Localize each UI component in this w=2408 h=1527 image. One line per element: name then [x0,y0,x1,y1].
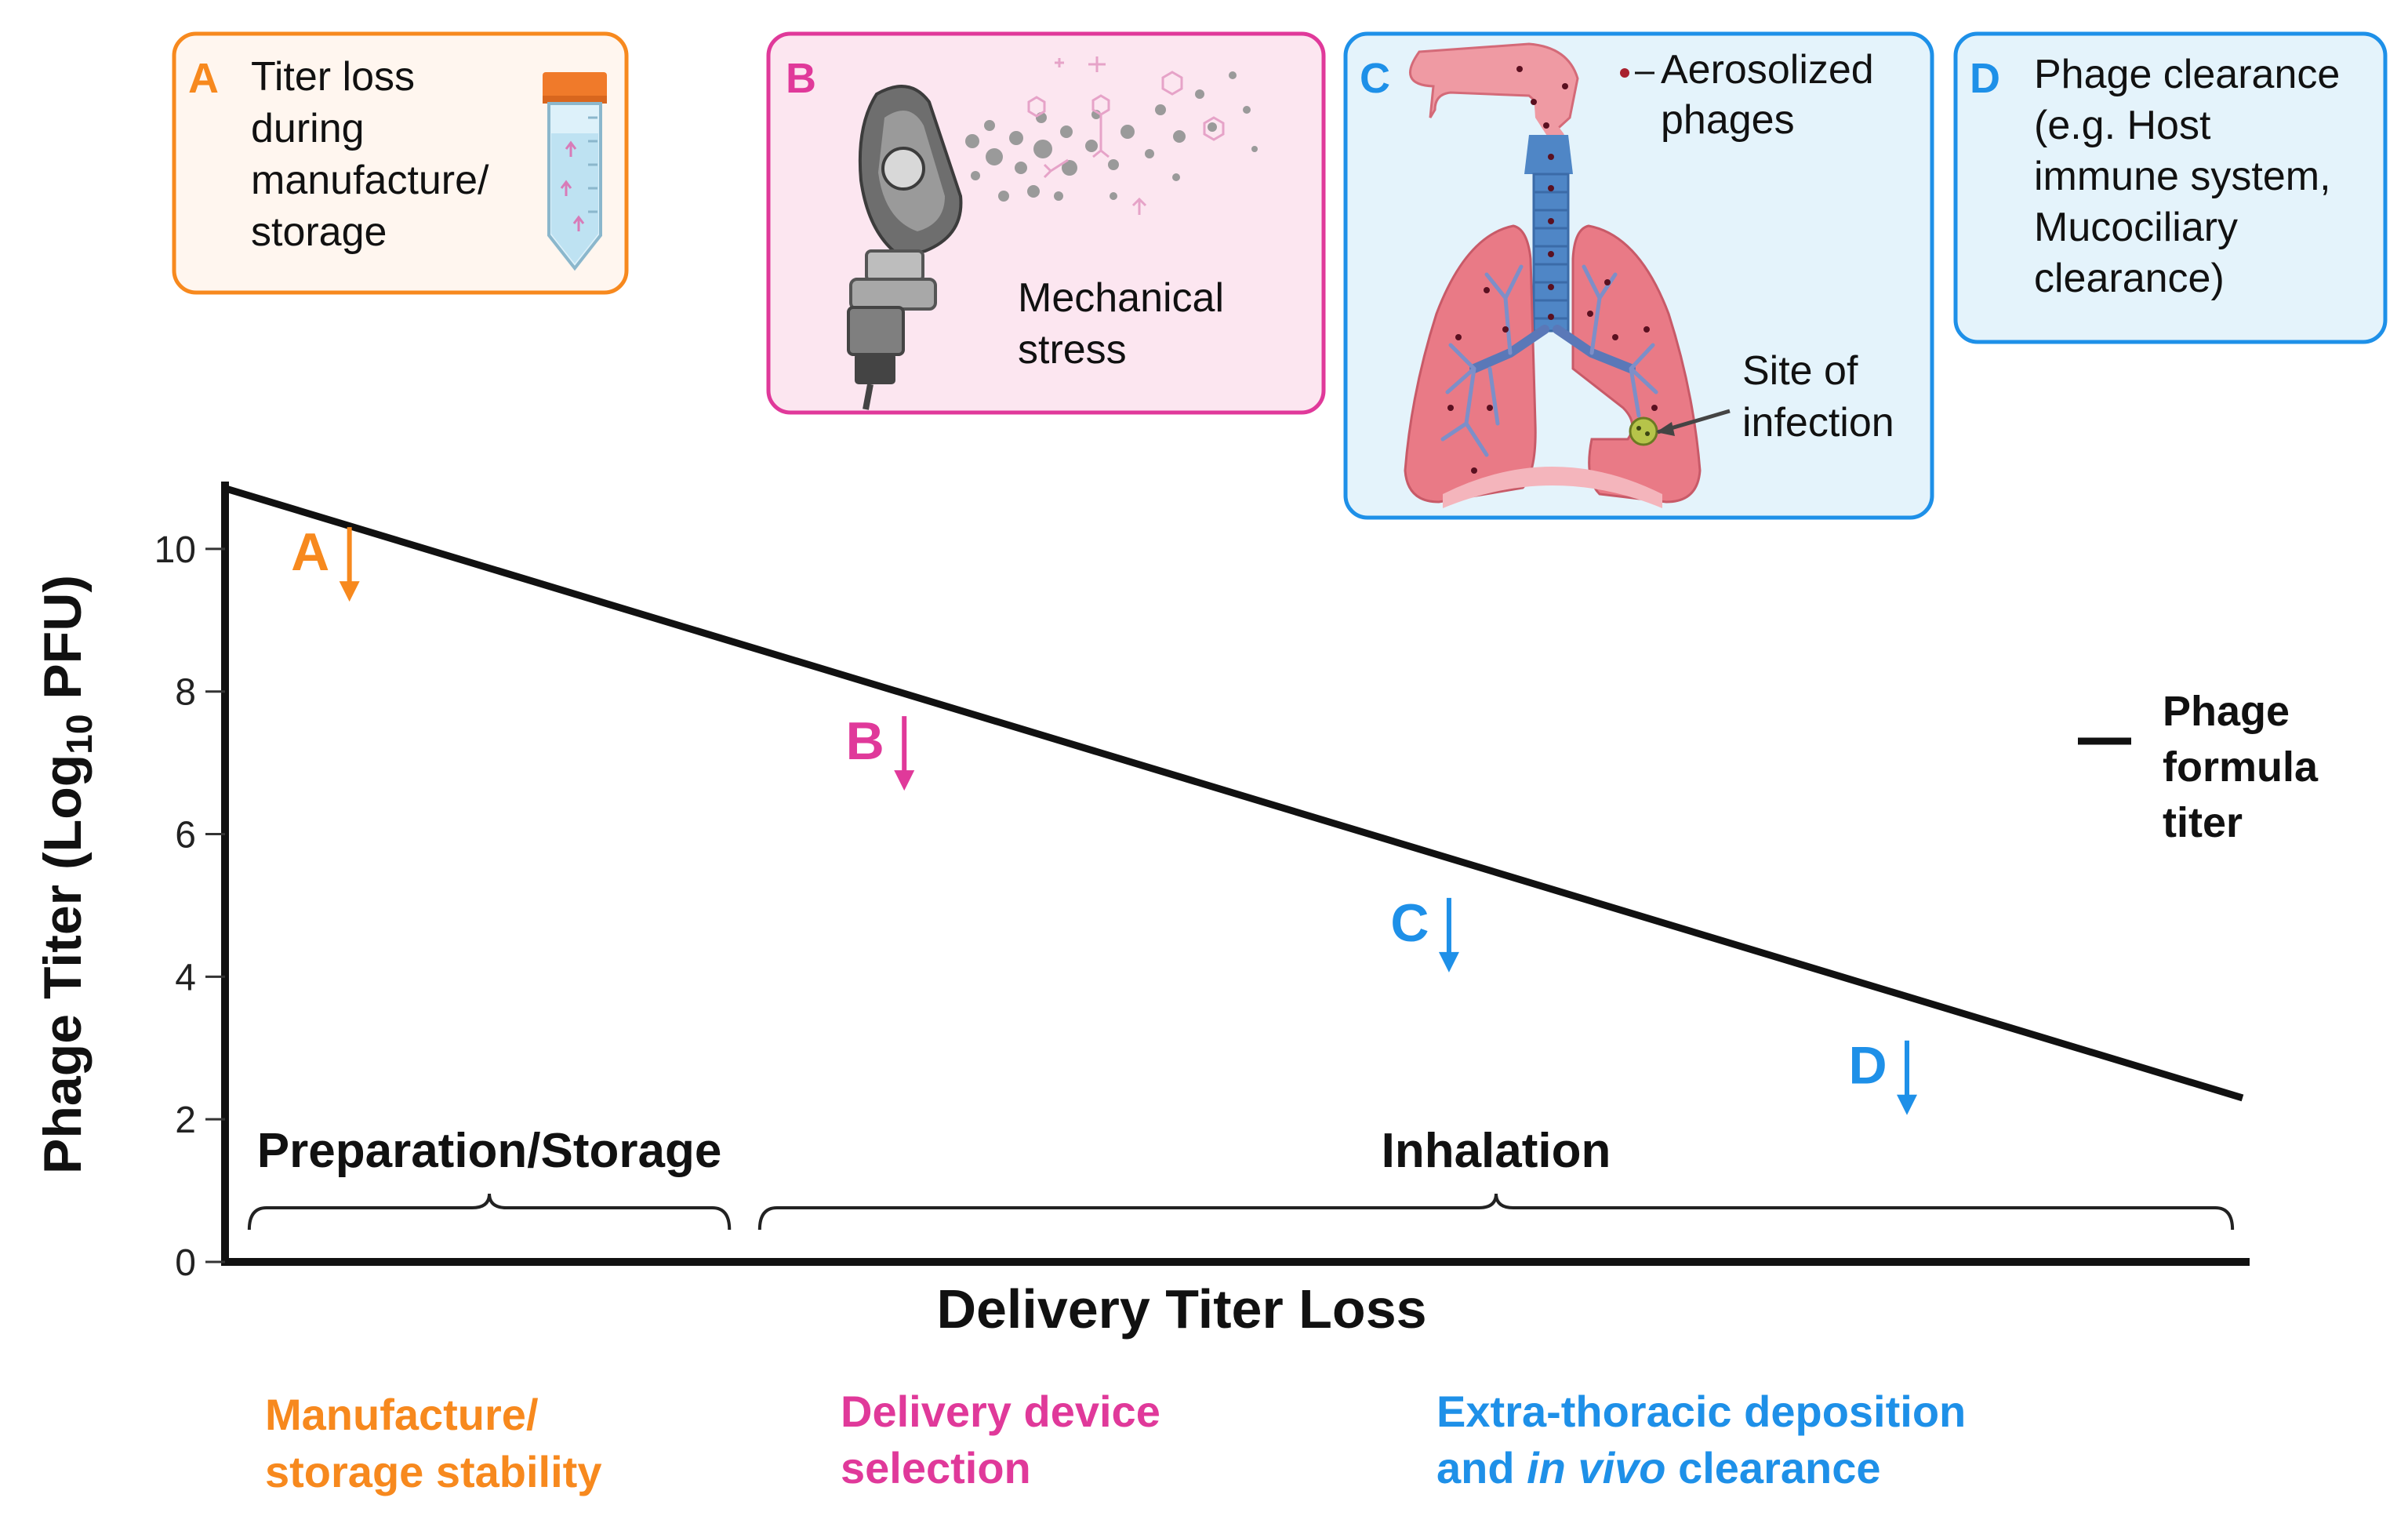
box-d-letter: D [1970,55,2000,102]
caption-manufacture-storage: Manufacture/ storage stability [265,1390,601,1496]
y-tick-label: 8 [175,672,196,714]
marker-a: A [291,522,360,602]
sample-tube-icon [543,72,607,271]
marker-letter: A [291,522,329,582]
down-arrow-head [1897,1094,1918,1115]
series-line-phage-formula-titer [223,485,2244,1102]
aerosolized-phage-legend-dot [1620,68,1629,78]
box-c-letter: C [1360,55,1390,102]
curly-brace [247,1193,732,1231]
y-tick-label: 10 [154,529,196,571]
y-axis-label: Phage Titer (Log10 PFU) [33,575,100,1174]
caption-extra-thoracic: Extra-thoracic deposition and in vivo cl… [1436,1387,1978,1492]
box-a-titer-loss: A Titer loss during manufacture/ storage [172,31,629,295]
curly-brace [757,1193,2235,1231]
box-c-infection-text: Site of infection [1742,348,1894,445]
box-d-text: Phage clearance (e.g. Host immune system… [2034,52,2352,301]
box-b-mechanical-stress: B Mechanical stress [766,31,1326,415]
x-axis-label: Delivery Titer Loss [936,1278,1426,1340]
phase-label: Preparation/Storage [257,1124,722,1178]
loss-markers: A B C D [291,522,1918,1115]
box-d-phage-clearance: D Phage clearance (e.g. Host immune syst… [1953,31,2388,344]
aerosol-particles [965,71,1258,202]
legend-label: Phage formula titer [2163,688,2330,846]
lungs-icon [1404,42,1731,508]
box-b-text: Mechanical stress [1018,275,1235,373]
down-arrow-head [339,581,360,602]
marker-c: C [1390,893,1459,973]
titer-chart: 0 2 4 6 8 10 A B C D Preparation/Storage Inhalati… [33,482,2330,1340]
box-c-lungs: C [1343,31,1934,520]
phase-1: Inhalation [757,1124,2235,1231]
phase-label: Inhalation [1382,1124,1611,1178]
phase-brackets: Preparation/Storage Inhalation [247,1124,2235,1231]
y-ticks: 0 2 4 6 8 10 [154,529,225,1284]
box-a-text: Titer loss during manufacture/ storage [251,54,500,255]
marker-letter: B [846,711,884,771]
y-tick-label: 6 [175,815,196,856]
box-a-letter: A [188,55,219,102]
box-c-legend-text: Aerosolized phages [1661,47,1885,143]
phage-particles [1027,56,1225,215]
y-tick-label: 4 [175,957,196,998]
down-arrow-head [894,770,915,791]
caption-delivery-device: Delivery device selection [841,1387,1172,1492]
nebulizer-mask-icon [847,85,963,410]
bottom-captions: Manufacture/ storage stability Delivery … [265,1387,1978,1496]
marker-d: D [1848,1036,1918,1115]
phase-0: Preparation/Storage [247,1124,732,1231]
y-tick-label: 0 [175,1242,196,1284]
marker-b: B [846,711,915,791]
marker-letter: D [1848,1036,1887,1096]
y-tick-label: 2 [175,1100,196,1141]
marker-letter: C [1390,893,1429,953]
box-b-letter: B [786,55,816,102]
down-arrow-head [1438,951,1459,973]
